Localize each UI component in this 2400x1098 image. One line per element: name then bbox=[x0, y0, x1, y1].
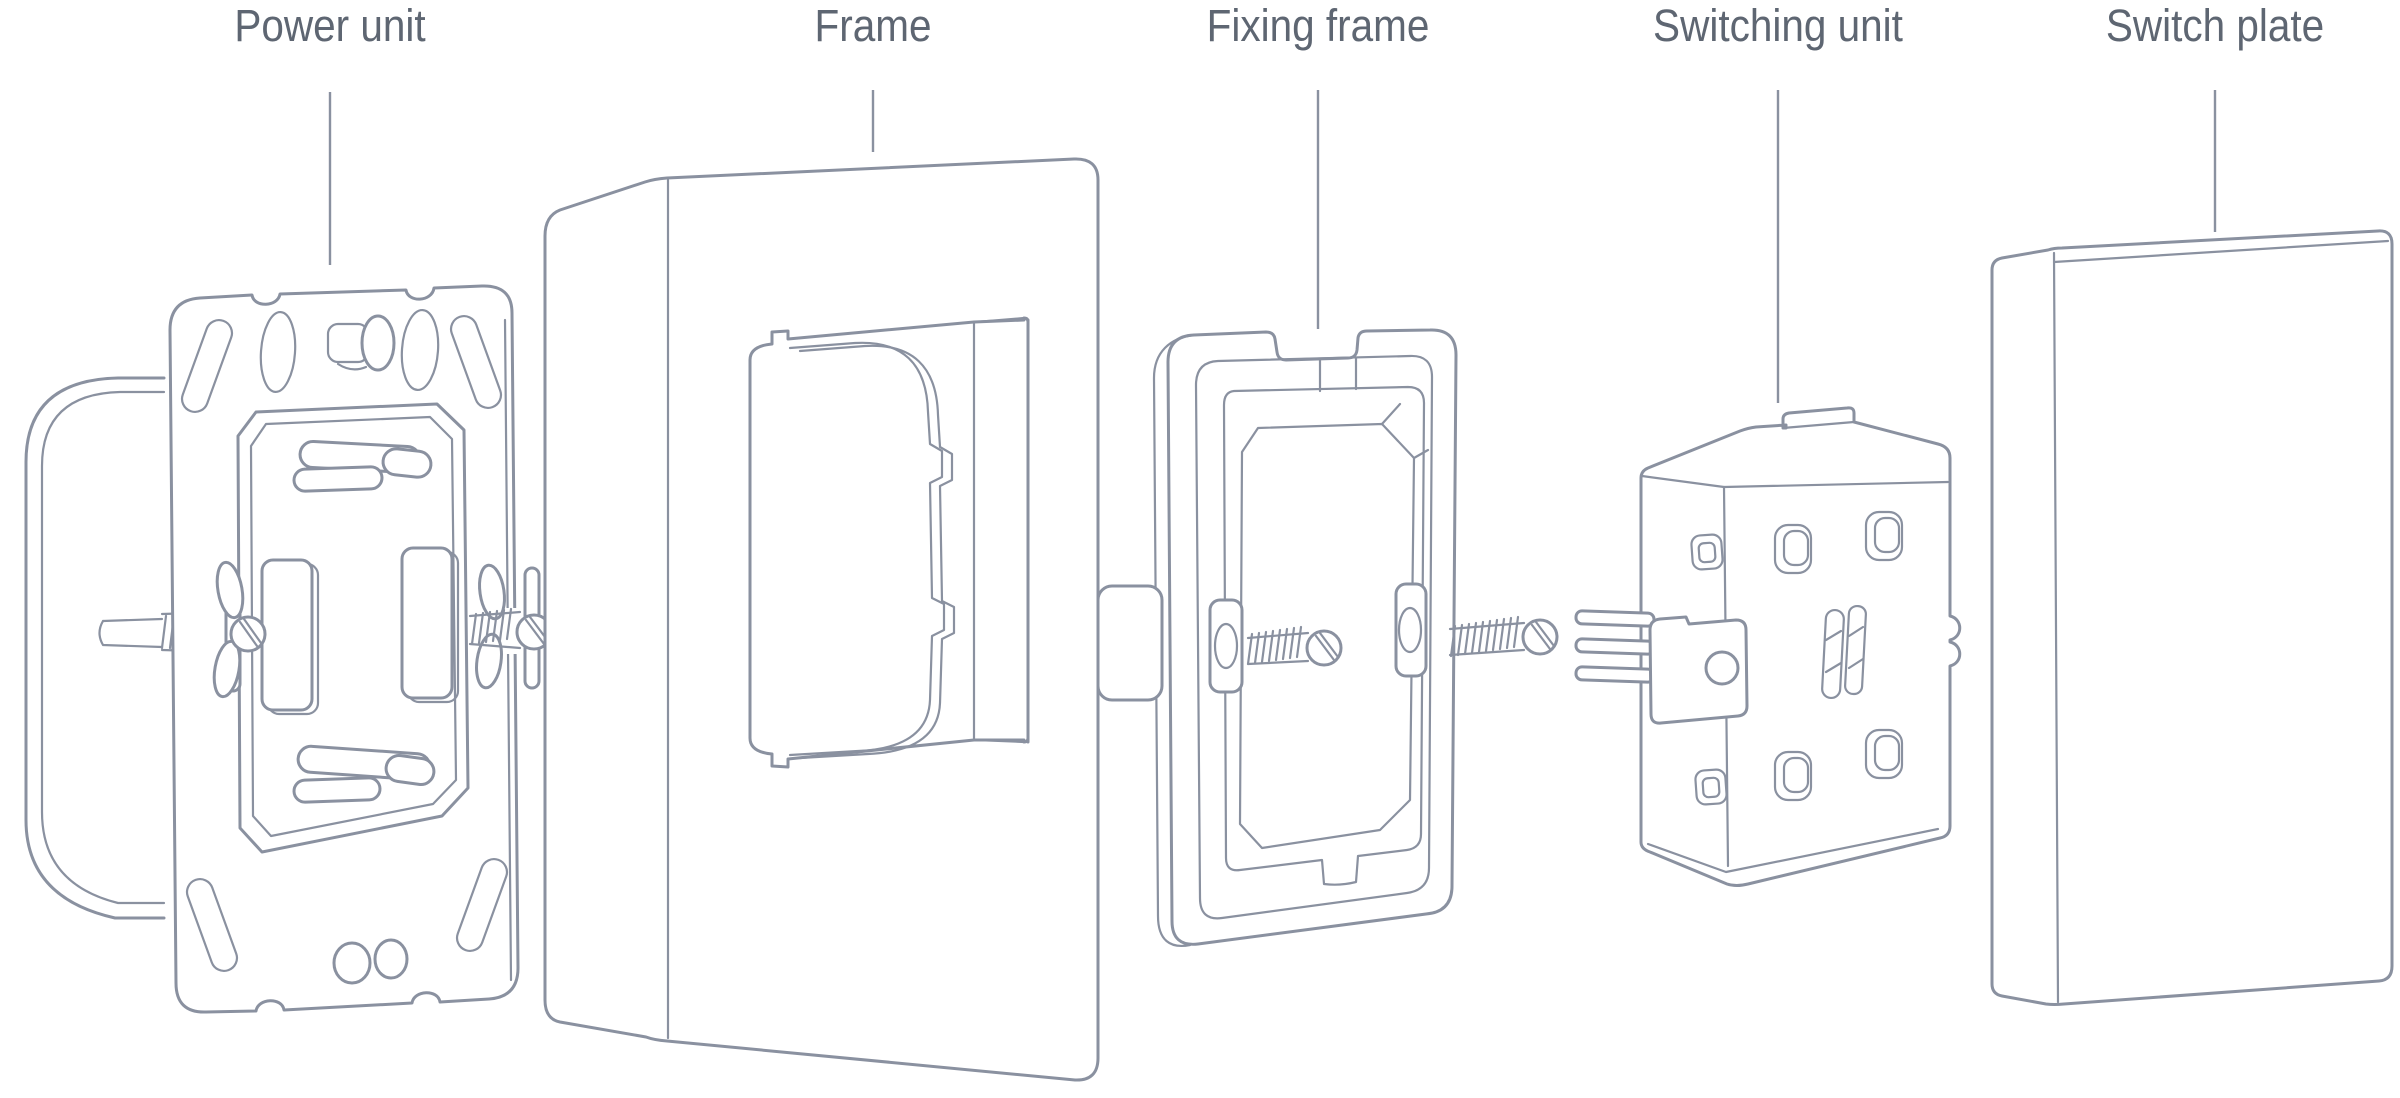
power-unit-can bbox=[24, 376, 166, 920]
switching-unit-side-hole bbox=[1704, 650, 1740, 686]
power-unit-right-screw bbox=[468, 563, 553, 690]
power-unit-oval-hole-right bbox=[400, 308, 440, 392]
switching-unit-drawing bbox=[1574, 406, 1962, 887]
power-unit-corner-slots bbox=[180, 315, 509, 972]
power-unit-ribs-top bbox=[292, 440, 433, 493]
label-frame: Frame bbox=[814, 0, 932, 51]
fixing-frame-left-tab bbox=[1096, 584, 1164, 702]
fixing-frame-screw-bosses bbox=[1208, 582, 1428, 694]
fixing-frame-recess bbox=[1238, 422, 1416, 850]
label-fixing-frame: Fixing frame bbox=[1206, 0, 1430, 51]
fixing-frame-rim bbox=[1194, 354, 1434, 920]
label-switch-plate: Switch plate bbox=[2105, 0, 2325, 51]
power-unit-keyhole-top bbox=[326, 314, 396, 372]
power-unit-oval-hole-left bbox=[259, 310, 297, 394]
fixing-frame-drawing bbox=[1096, 328, 1559, 947]
switching-unit-pins bbox=[1574, 609, 1656, 684]
switching-unit-body bbox=[1639, 406, 1962, 887]
switching-unit-striped-slots bbox=[1821, 604, 1867, 700]
power-unit-left-claw bbox=[212, 560, 267, 699]
switch-plate-drawing bbox=[1990, 229, 2394, 1006]
power-unit-ribs-bottom bbox=[292, 744, 436, 804]
frame-drawing bbox=[543, 157, 1100, 1082]
frame-reveal-contour bbox=[788, 341, 946, 757]
power-unit-center-octagon bbox=[236, 402, 470, 854]
frame-opening bbox=[748, 318, 1026, 769]
label-switching-unit: Switching unit bbox=[1653, 0, 1903, 51]
power-unit-keyhole-bottom bbox=[332, 938, 409, 985]
frame-silhouette bbox=[543, 157, 1100, 1082]
switching-unit-side-squares bbox=[1690, 533, 1728, 806]
switch-plate-body bbox=[1990, 229, 2394, 1006]
fixing-frame-left-screw bbox=[1246, 625, 1343, 667]
fixing-frame-opening bbox=[1222, 385, 1426, 886]
fixing-frame-right-screw bbox=[1448, 615, 1559, 658]
switching-unit-studs bbox=[1773, 510, 1904, 802]
switching-unit-connector-block bbox=[1648, 615, 1749, 725]
label-power-unit: Power unit bbox=[234, 0, 426, 51]
power-unit-tabs bbox=[260, 546, 460, 716]
leader-lines bbox=[328, 90, 2217, 403]
power-unit-drawing bbox=[24, 284, 553, 1014]
